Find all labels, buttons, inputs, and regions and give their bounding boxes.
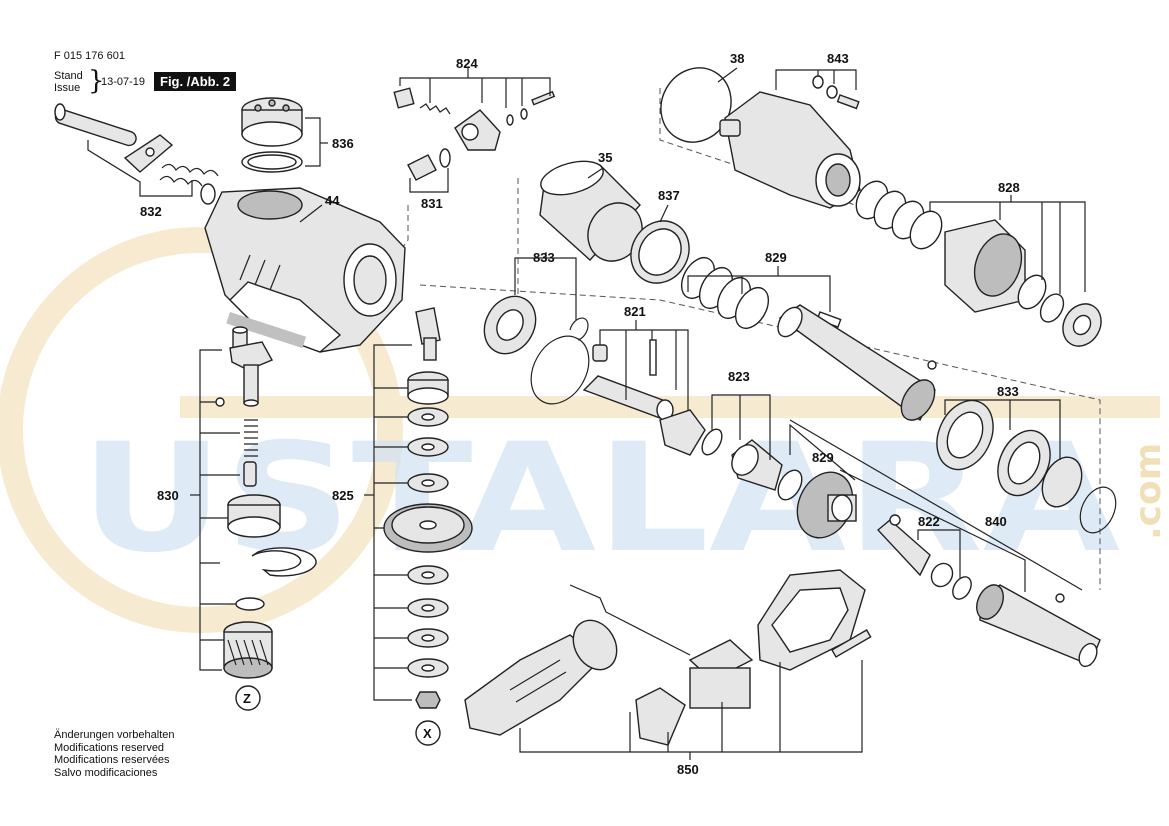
callout-837: 837 bbox=[658, 188, 680, 203]
callout-833a: 833 bbox=[533, 250, 555, 265]
watermark-domain: .com bbox=[1128, 443, 1169, 540]
callout-836: 836 bbox=[332, 136, 354, 151]
callout-832: 832 bbox=[140, 204, 162, 219]
spring-828-part bbox=[855, 180, 1102, 347]
callout-829b: 829 bbox=[812, 450, 834, 465]
sleeve-35-part bbox=[539, 160, 643, 262]
assembly-850-parts bbox=[464, 569, 872, 746]
issue-date: 13-07-19 bbox=[101, 76, 146, 88]
callout-823: 823 bbox=[728, 369, 750, 384]
housing-38-part bbox=[719, 91, 861, 209]
footer-line-de: Änderungen vorbehalten bbox=[54, 729, 175, 741]
assembly-833b-parts bbox=[936, 399, 1117, 534]
brace-glyph: } bbox=[88, 66, 105, 96]
issue-label: Issue bbox=[54, 82, 81, 94]
screws-843-part bbox=[812, 75, 860, 110]
callout-833b: 833 bbox=[997, 384, 1019, 399]
assembly-825-parts bbox=[383, 307, 473, 709]
piston-tube-part bbox=[777, 304, 937, 422]
figure-label: Fig. /Abb. 2 bbox=[154, 72, 237, 91]
callout-843: 843 bbox=[827, 51, 849, 66]
callout-822: 822 bbox=[918, 514, 940, 529]
assembly-824-parts bbox=[393, 87, 556, 181]
marker-z: Z bbox=[243, 691, 251, 706]
bit-822-part bbox=[876, 514, 972, 600]
assembly-833a-parts bbox=[483, 295, 590, 405]
gear-829b-part bbox=[796, 471, 857, 539]
doc-number: F 015 176 601 bbox=[54, 50, 125, 62]
spring-829-part bbox=[680, 257, 842, 329]
footer-notes: Änderungen vorbehalten Modifications res… bbox=[54, 729, 174, 779]
assembly-830-parts bbox=[215, 326, 317, 679]
callout-824: 824 bbox=[456, 56, 478, 71]
callout-35: 35 bbox=[598, 150, 612, 165]
marker-x-circle bbox=[415, 720, 441, 746]
callout-829a: 829 bbox=[765, 250, 787, 265]
cap-836-part bbox=[241, 97, 303, 173]
callout-830: 830 bbox=[157, 488, 179, 503]
callout-831: 831 bbox=[421, 196, 443, 211]
shaft-832-part bbox=[54, 103, 219, 205]
footer-line-en: Modifications reserved bbox=[54, 741, 165, 754]
marker-x: X bbox=[423, 726, 432, 741]
callout-850: 850 bbox=[677, 762, 699, 777]
callout-828: 828 bbox=[998, 180, 1020, 195]
ring-837-part bbox=[630, 220, 690, 284]
callout-44: 44 bbox=[325, 193, 340, 208]
assembly-823-parts bbox=[731, 439, 803, 501]
marker-z-circle bbox=[235, 685, 261, 711]
footer-line-fr: Modifications reservées bbox=[54, 754, 170, 766]
callout-821: 821 bbox=[624, 304, 646, 319]
callout-825: 825 bbox=[332, 488, 354, 503]
callout-38: 38 bbox=[730, 51, 744, 66]
footer-line-es: Salvo modificaciones bbox=[54, 766, 158, 779]
stand-label: Stand bbox=[54, 70, 83, 82]
callout-840: 840 bbox=[985, 514, 1007, 529]
housing-44-part bbox=[204, 187, 406, 353]
chuck-840-part bbox=[976, 584, 1101, 668]
